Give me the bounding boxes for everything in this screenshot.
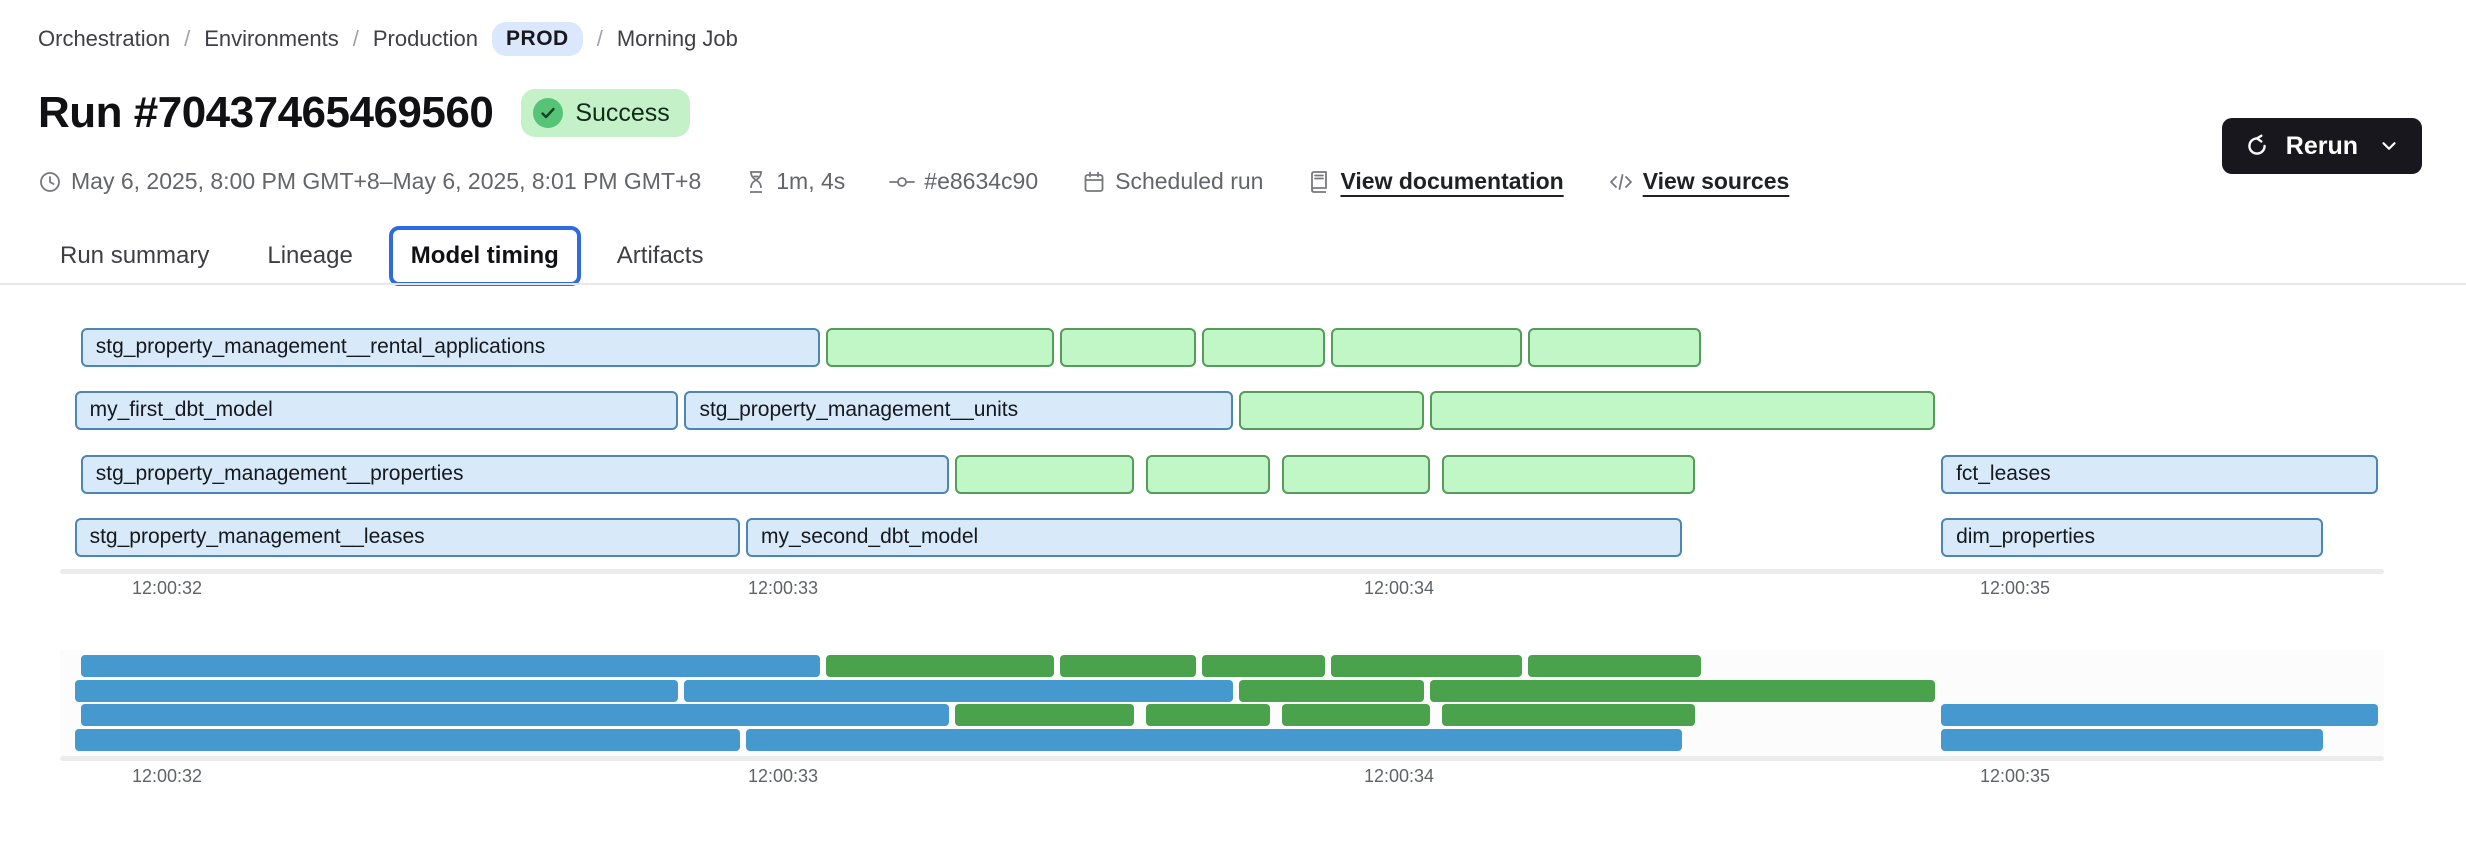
minimap-bar[interactable] — [1146, 704, 1270, 726]
minimap-bar-my_first_dbt_model[interactable] — [74, 680, 679, 702]
minimap-bar[interactable] — [1060, 655, 1196, 677]
tab-model-timing[interactable]: Model timing — [388, 226, 581, 286]
tab-artifacts[interactable]: Artifacts — [616, 242, 704, 269]
gantt-bar[interactable] — [1528, 328, 1701, 367]
gantt-bar[interactable] — [955, 455, 1135, 494]
gantt-bar-fct_leases[interactable]: fct_leases — [1941, 455, 2379, 494]
gantt-bar[interactable] — [1281, 455, 1430, 494]
tabs-divider — [0, 283, 2466, 285]
minimap-axis-label: 12:00:32 — [131, 766, 203, 786]
gantt-bar[interactable] — [1429, 391, 1935, 430]
gantt-bar-my_first_dbt_model[interactable]: my_first_dbt_model — [74, 391, 679, 430]
time-axis-label: 12:00:35 — [1979, 578, 2051, 598]
gantt-bar[interactable] — [1238, 391, 1424, 430]
chart-scrollbar-track[interactable] — [60, 569, 2384, 574]
minimap-bar-stg_property_management__units[interactable] — [684, 680, 1233, 702]
gantt-bar-my_second_dbt_model[interactable]: my_second_dbt_model — [746, 518, 1683, 557]
gantt-bar[interactable] — [1146, 455, 1270, 494]
breadcrumb-separator: / — [184, 26, 191, 51]
minimap-axis-label: 12:00:35 — [1979, 766, 2051, 786]
breadcrumb-production[interactable]: Production — [372, 26, 479, 51]
documentation-icon — [1307, 170, 1331, 194]
rerun-button[interactable]: Rerun — [2221, 118, 2422, 174]
commit-hash: #e8634c90 — [924, 168, 1039, 194]
minimap-scrollbar-track[interactable] — [60, 756, 2384, 761]
gantt-bar[interactable] — [1442, 455, 1695, 494]
time-range: May 6, 2025, 8:00 PM GMT+8–May 6, 2025, … — [38, 168, 701, 195]
breadcrumb-environments[interactable]: Environments — [204, 26, 339, 51]
duration: 1m, 4s — [745, 168, 845, 195]
minimap-axis-label: 12:00:34 — [1363, 766, 1435, 786]
breadcrumb-orchestration[interactable]: Orchestration — [38, 26, 171, 51]
view-documentation[interactable]: View documentation — [1307, 168, 1564, 195]
minimap-bar[interactable] — [1238, 680, 1424, 702]
minimap-bar[interactable] — [1528, 655, 1701, 677]
commit: #e8634c90 — [889, 168, 1038, 195]
gantt-bar-stg_property_management__leases[interactable]: stg_property_management__leases — [74, 518, 740, 557]
minimap-bar[interactable] — [1429, 680, 1935, 702]
time-axis-label: 12:00:34 — [1363, 578, 1435, 598]
duration-text: 1m, 4s — [776, 168, 846, 194]
time-range-text: May 6, 2025, 8:00 PM GMT+8–May 6, 2025, … — [71, 168, 702, 194]
minimap-bar-fct_leases[interactable] — [1941, 704, 2379, 726]
gantt-bar-stg_property_management__properties[interactable]: stg_property_management__properties — [80, 455, 950, 494]
breadcrumb-morning-job[interactable]: Morning Job — [616, 26, 738, 51]
page-title: Run #70437465469560 — [38, 88, 494, 137]
minimap-bar-stg_property_management__properties[interactable] — [80, 704, 950, 726]
minimap-bar-my_second_dbt_model[interactable] — [746, 729, 1683, 751]
breadcrumb-separator: / — [352, 26, 359, 51]
breadcrumb: Orchestration / Environments / Productio… — [38, 22, 738, 56]
minimap-bar-dim_properties[interactable] — [1941, 729, 2323, 751]
trigger-text: Scheduled run — [1115, 168, 1264, 194]
status-label: Success — [575, 98, 670, 127]
minimap-bar[interactable] — [1442, 704, 1695, 726]
environment-badge: PROD — [492, 22, 583, 56]
view-sources-link[interactable]: View sources — [1642, 168, 1790, 194]
gantt-bar[interactable] — [1331, 328, 1523, 367]
minimap-bar[interactable] — [1281, 704, 1430, 726]
gantt-bar-dim_properties[interactable]: dim_properties — [1941, 518, 2323, 557]
rerun-label: Rerun — [2285, 131, 2358, 160]
clock-icon — [38, 170, 62, 194]
minimap-bar-stg_property_management__rental_applications[interactable] — [80, 655, 820, 677]
tab-lineage[interactable]: Lineage — [267, 242, 353, 269]
minimap-bar[interactable] — [955, 704, 1135, 726]
view-documentation-link[interactable]: View documentation — [1340, 168, 1564, 194]
minimap-bar[interactable] — [1201, 655, 1326, 677]
status-badge: Success — [521, 89, 690, 137]
minimap-axis-label: 12:00:33 — [747, 766, 819, 786]
title-row: Run #70437465469560 Success — [38, 88, 690, 138]
success-check-icon — [533, 98, 564, 128]
minimap-bar[interactable] — [826, 655, 1055, 677]
minimap-bar[interactable] — [1331, 655, 1523, 677]
time-axis-label: 12:00:33 — [747, 578, 819, 598]
time-axis-label: 12:00:32 — [131, 578, 203, 598]
chevron-down-icon[interactable] — [2378, 135, 2400, 157]
gantt-bar-stg_property_management__units[interactable]: stg_property_management__units — [684, 391, 1233, 430]
minimap-bar-stg_property_management__leases[interactable] — [74, 729, 740, 751]
gantt-bar[interactable] — [1201, 328, 1326, 367]
refresh-icon — [2244, 133, 2270, 159]
gantt-bar-stg_property_management__rental_applications[interactable]: stg_property_management__rental_applicat… — [80, 328, 820, 367]
trigger: Scheduled run — [1082, 168, 1263, 195]
gantt-bar[interactable] — [1060, 328, 1196, 367]
breadcrumb-separator: / — [596, 26, 603, 51]
calendar-icon — [1082, 170, 1106, 194]
view-sources[interactable]: View sources — [1608, 168, 1790, 195]
gantt-bar[interactable] — [826, 328, 1055, 367]
model-timing-chart: stg_property_management__rental_applicat… — [0, 300, 2466, 842]
run-tabs: Run summary Lineage Model timing Artifac… — [38, 226, 725, 286]
commit-icon — [889, 170, 916, 194]
code-icon — [1608, 170, 1634, 194]
tab-run-summary[interactable]: Run summary — [60, 242, 210, 269]
run-metadata: May 6, 2025, 8:00 PM GMT+8–May 6, 2025, … — [38, 168, 1789, 195]
hourglass-icon — [745, 170, 767, 194]
